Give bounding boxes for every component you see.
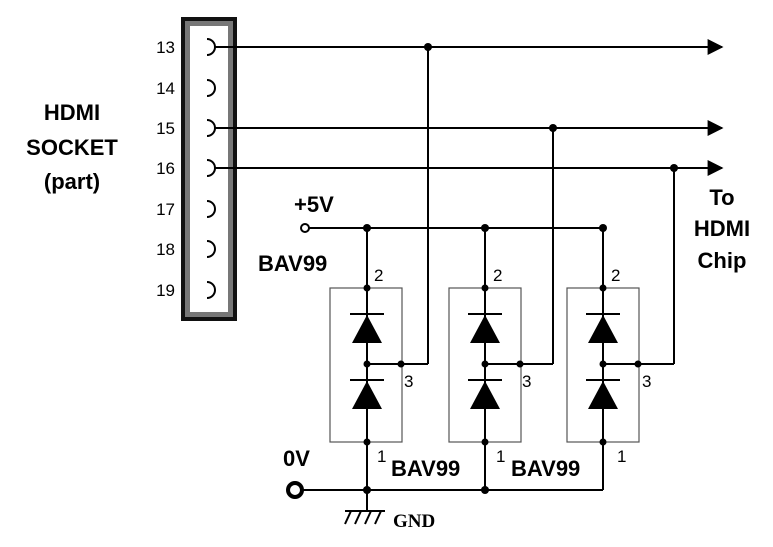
pin-label-1: 1 — [617, 447, 626, 466]
pin-number: 19 — [156, 281, 175, 300]
bav99-package-1: 2 3 1 — [329, 47, 429, 490]
pin-contact — [206, 119, 216, 137]
output-label-line-2: HDMI — [694, 216, 750, 241]
diode-label-3: BAV99 — [511, 456, 580, 481]
pin-numbers: 13 14 15 16 17 18 19 — [156, 38, 175, 300]
plus-5v-label: +5V — [294, 192, 334, 217]
output-label-line-1: To — [709, 185, 734, 210]
pin-contact — [206, 200, 216, 218]
gnd-label: GND — [393, 511, 435, 532]
socket-label-line-3: (part) — [44, 169, 100, 194]
pin-contact — [206, 281, 216, 299]
zero-volt-terminal — [286, 481, 304, 499]
socket-label-line-1: HDMI — [44, 100, 100, 125]
pin-contact — [206, 240, 216, 258]
output-label: To HDMI Chip — [694, 185, 750, 273]
ground-symbol — [344, 490, 385, 525]
pin-label-1: 1 — [377, 447, 386, 466]
pin-label-1: 1 — [496, 447, 505, 466]
pin-number: 14 — [156, 79, 175, 98]
diode-label-1: BAV99 — [258, 251, 327, 276]
pin-label-2: 2 — [493, 266, 502, 285]
pin-label-2: 2 — [611, 266, 620, 285]
pin-label-2: 2 — [374, 266, 383, 285]
bav99-package-3: 2 3 1 — [566, 168, 675, 490]
pin-number: 18 — [156, 240, 175, 259]
pin-number: 13 — [156, 38, 175, 57]
pin-number: 17 — [156, 200, 175, 219]
signal-lines — [215, 39, 724, 176]
pin-contact — [206, 79, 216, 97]
socket-label-line-2: SOCKET — [26, 135, 118, 160]
plus-5v-terminal — [300, 223, 310, 233]
pin-contacts — [206, 38, 216, 299]
pin-label-3: 3 — [522, 372, 531, 391]
pin-number: 15 — [156, 119, 175, 138]
bav99-package-2: 2 3 1 — [448, 128, 554, 490]
zero-volt-label: 0V — [283, 446, 310, 471]
socket-label: HDMI SOCKET (part) — [26, 100, 118, 194]
junction-dots — [363, 43, 678, 494]
pin-contact — [206, 159, 216, 177]
pin-number: 16 — [156, 159, 175, 178]
output-label-line-3: Chip — [698, 248, 747, 273]
pin-label-3: 3 — [404, 372, 413, 391]
diode-label-2: BAV99 — [391, 456, 460, 481]
pin-label-3: 3 — [642, 372, 651, 391]
pin-contact — [206, 38, 216, 56]
